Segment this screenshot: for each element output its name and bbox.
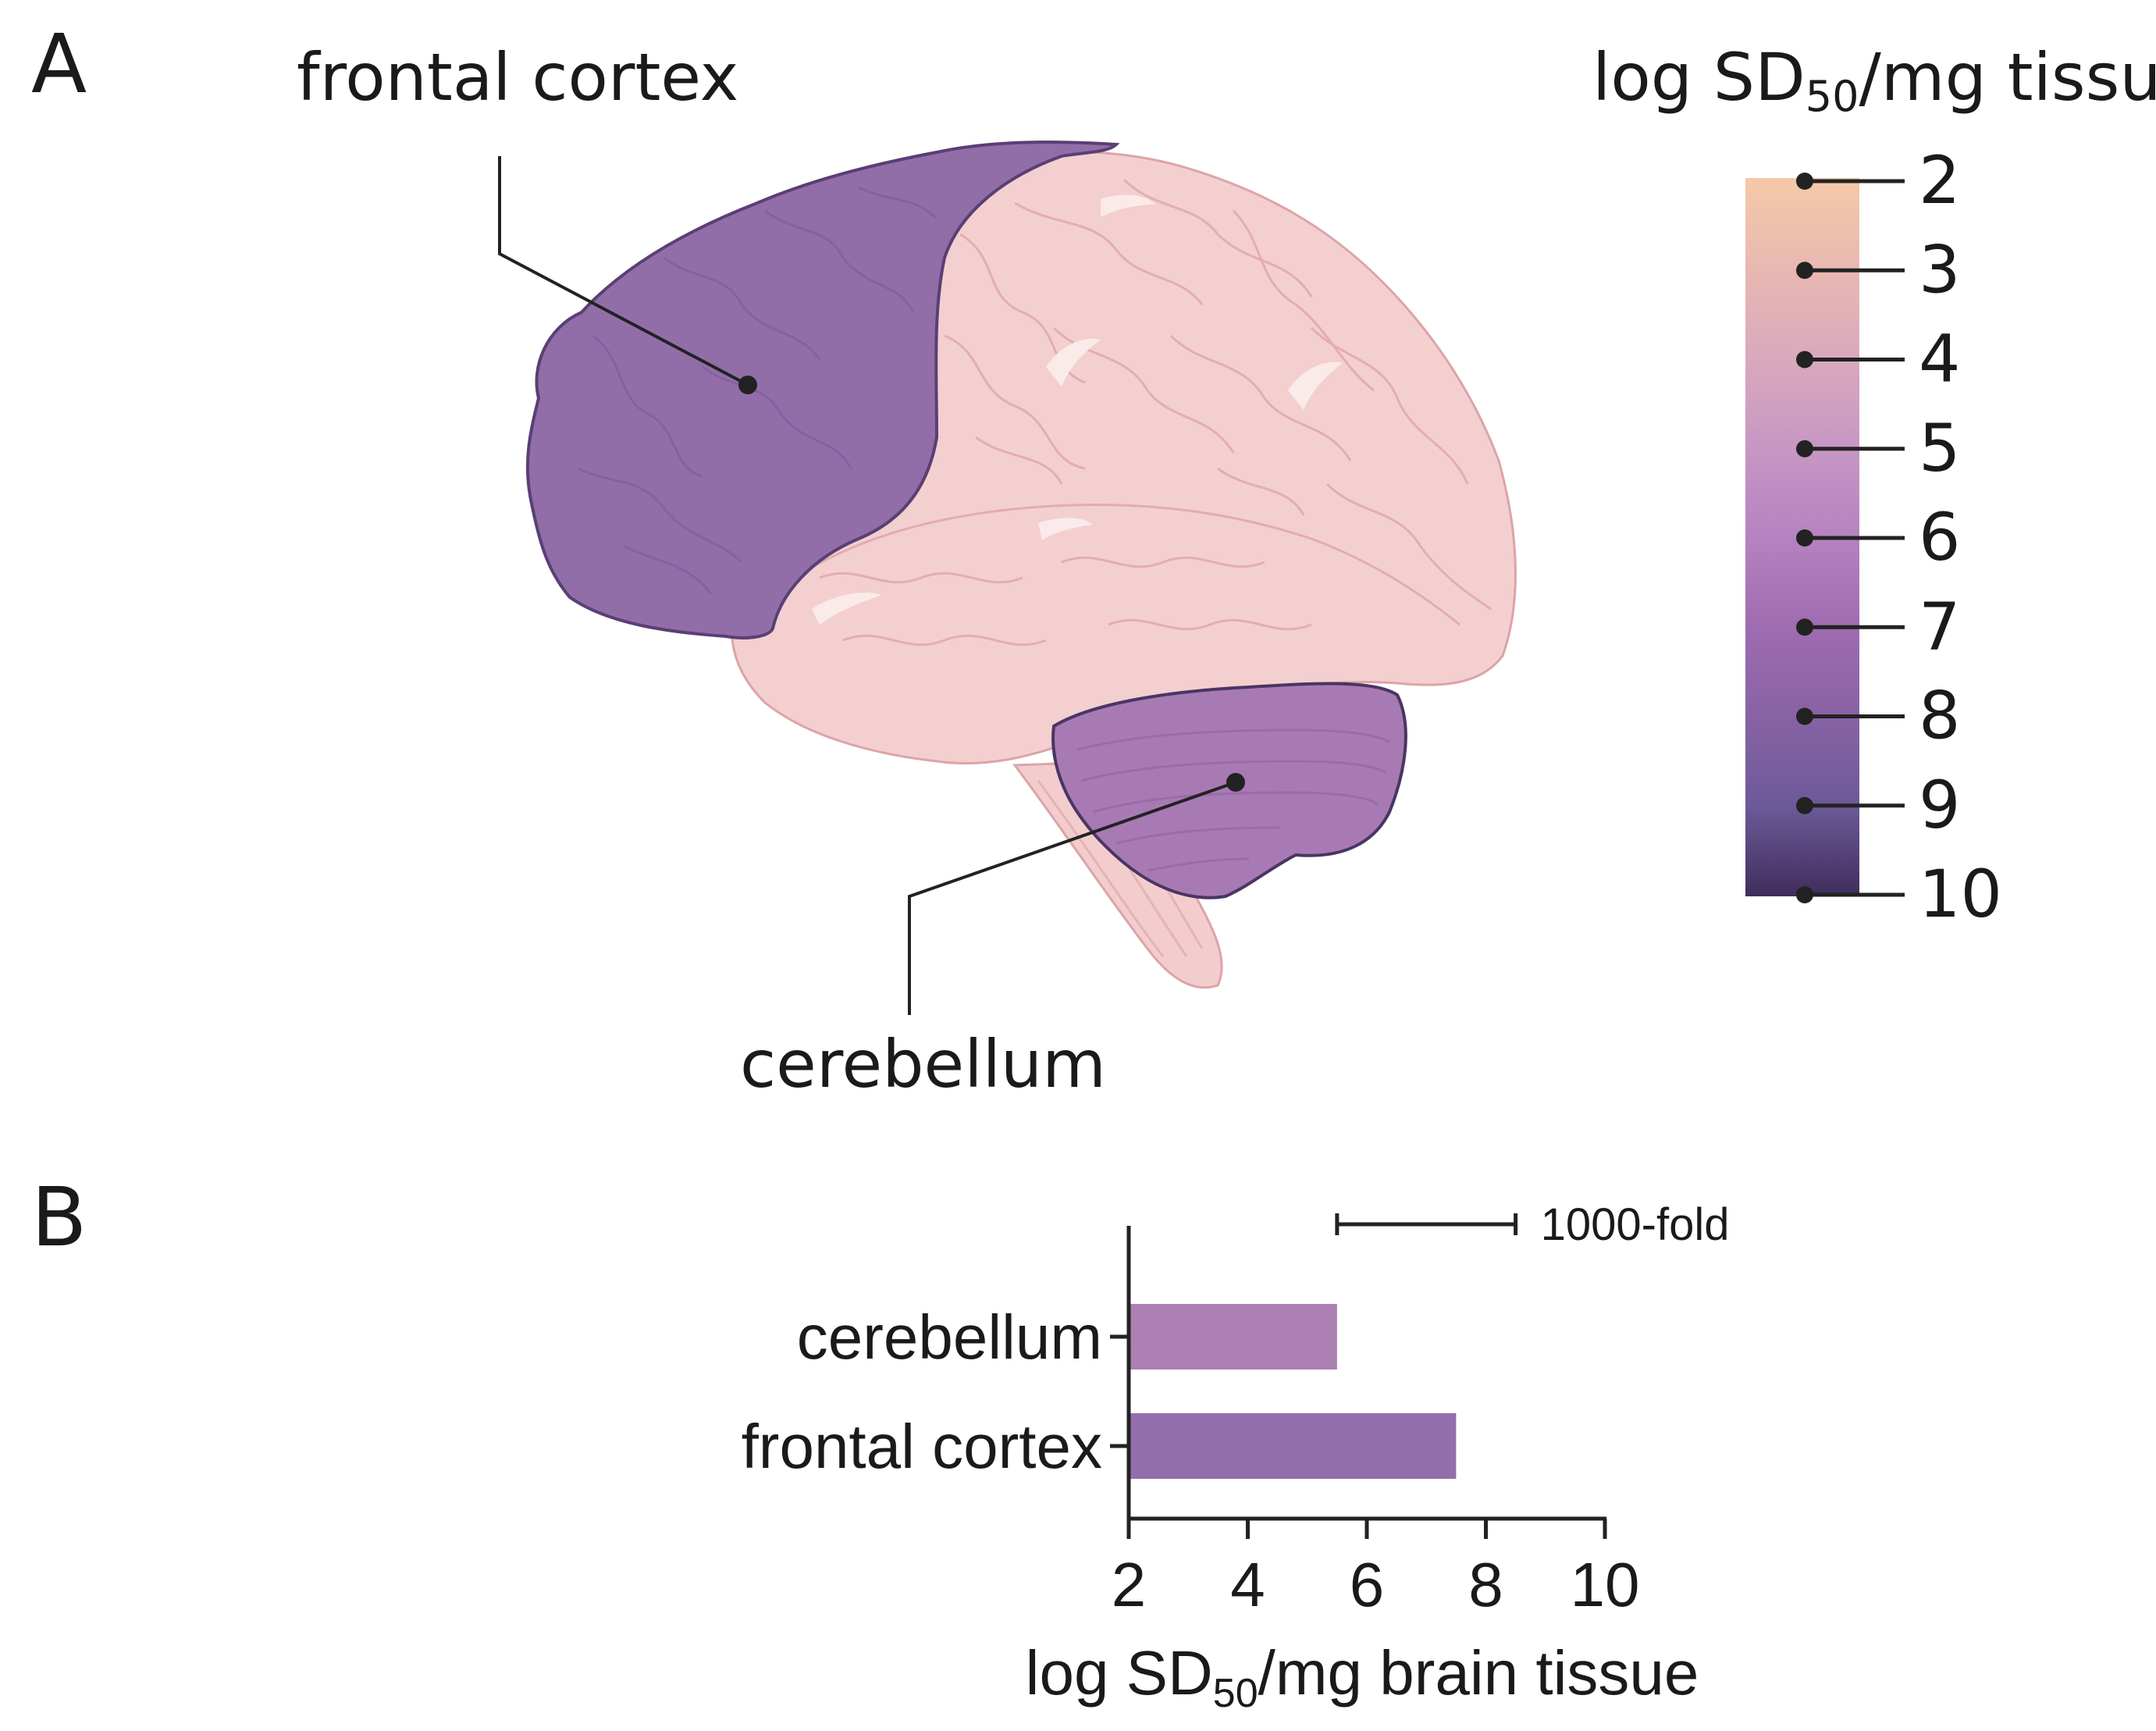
colorbar-tick-dot (1796, 796, 1813, 814)
colorbar-tick-dot (1796, 440, 1813, 458)
cerebellum-leader-dot (1226, 773, 1245, 792)
x-axis-label: log SD50/mg brain tissue (1026, 1638, 1699, 1716)
y-tick-label: frontal cortex (742, 1412, 1102, 1481)
colorbar-tick-dot (1796, 529, 1813, 547)
colorbar-tick-label: 5 (1919, 410, 1960, 486)
colorbar-tick-dot (1796, 262, 1813, 280)
colorbar-tick: 6 (1796, 499, 1960, 575)
colorbar-tick: 4 (1796, 321, 1960, 397)
brain-illustration (525, 141, 1517, 989)
colorbar-tick-label: 3 (1919, 231, 1960, 308)
colorbar-tick: 2 (1796, 142, 1960, 219)
frontal-leader-line (498, 156, 749, 386)
frontal-cortex-label: frontal cortex (297, 39, 738, 116)
panel-a-letter: A (31, 16, 87, 112)
colorbar-tick-dot (1796, 351, 1813, 369)
x-tick-label: 6 (1350, 1550, 1385, 1619)
scale-bar-label: 1000-fold (1541, 1199, 1730, 1250)
colorbar-tick-dot (1796, 173, 1813, 190)
colorbar-tick: 10 (1796, 856, 2002, 932)
colorbar-tick-label: 7 (1919, 588, 1960, 664)
colorbar-tick-label: 9 (1919, 767, 1960, 843)
frontal-gyri (577, 186, 938, 594)
colorbar-tick: 3 (1796, 231, 1960, 308)
x-tick-label: 4 (1230, 1550, 1265, 1619)
cerebellum-leader-line (908, 781, 1236, 1015)
colorbar-tick: 9 (1796, 767, 1960, 843)
colorbar-tick-label: 6 (1919, 499, 1960, 575)
colorbar-tick-label: 4 (1919, 321, 1960, 397)
cerebellum-label: cerebellum (740, 1026, 1106, 1102)
annotation-leaders (498, 156, 1245, 1015)
brain-highlights (812, 194, 1343, 625)
colorbar-tick: 7 (1796, 588, 1960, 664)
panel-b-letter: B (31, 1170, 87, 1265)
colorbar-tick-dot (1796, 618, 1813, 636)
colorbar-ticks: 2 3 4 5 6 7 8 9 10 (1796, 142, 2002, 932)
bar (1129, 1304, 1337, 1369)
y-tick-label: cerebellum (797, 1302, 1102, 1372)
x-tick-label: 2 (1112, 1550, 1147, 1619)
x-tick-label: 8 (1468, 1550, 1503, 1619)
scale-bar: 1000-fold (1335, 1199, 1730, 1250)
colorbar: log SD50/mg tissue 2 3 4 5 6 7 8 9 10 (1592, 39, 2156, 932)
cerebellum-folia (1076, 728, 1390, 872)
colorbar-tick: 5 (1796, 410, 1960, 486)
colorbar-tick-dot (1796, 886, 1813, 903)
colorbar-tick-label: 8 (1919, 678, 1960, 754)
bar (1129, 1413, 1457, 1479)
colorbar-tick: 8 (1796, 678, 1960, 754)
frontal-leader-dot (738, 376, 757, 394)
x-tick-label: 10 (1571, 1550, 1640, 1619)
colorbar-tick-label: 2 (1919, 142, 1960, 219)
colorbar-tick-dot (1796, 707, 1813, 725)
colorbar-tick-label: 10 (1919, 856, 2002, 932)
colorbar-title: log SD50/mg tissue (1592, 39, 2156, 121)
